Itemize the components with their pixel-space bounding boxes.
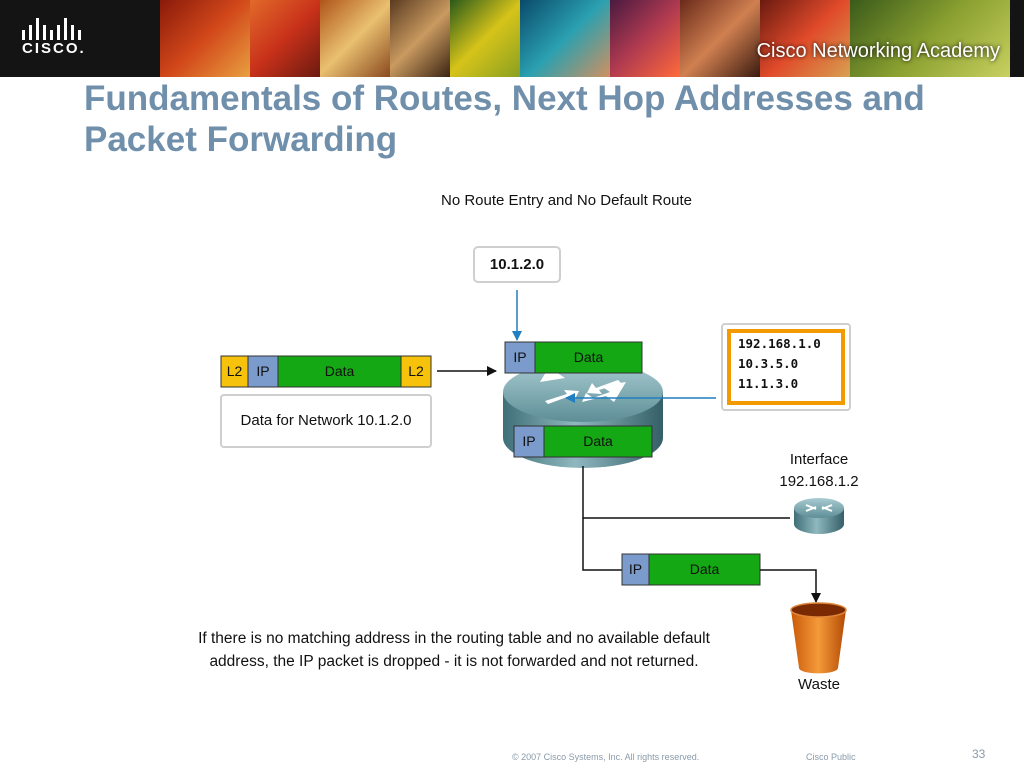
frame-l2-left-label: L2 — [226, 363, 243, 379]
routing-table-entry: 11.1.3.0 — [738, 376, 799, 391]
destination-address-box — [473, 246, 561, 283]
router-packet-bottom-ip-label: IP — [522, 433, 536, 449]
router-packet-bottom-data — [543, 425, 653, 458]
footer-copyright: © 2007 Cisco Systems, Inc. All rights re… — [512, 752, 700, 762]
page-number: 33 — [972, 747, 986, 761]
banner-photo-4 — [390, 0, 450, 77]
dropped-packet-data — [648, 553, 761, 586]
routing-table-entry: 10.3.5.0 — [738, 356, 799, 371]
router-packet-top-ip-label: IP — [513, 349, 527, 365]
frame-data — [277, 355, 402, 388]
header-banner: CISCO. Cisco Networking Academy — [0, 0, 1024, 77]
banner-photo-7 — [610, 0, 680, 77]
router-packet-bottom-data-label: Data — [583, 433, 613, 449]
frame-ip-label: IP — [256, 363, 270, 379]
banner-photo-3 — [320, 0, 390, 77]
routing-table-box — [727, 329, 845, 405]
frame-l2-left — [220, 355, 249, 388]
banner-photo-8 — [680, 0, 760, 77]
destination-address: 10.1.2.0 — [489, 256, 545, 273]
banner-photo-5 — [450, 0, 520, 77]
dropped-packet-ip-label: IP — [628, 561, 643, 577]
banner-photo-9 — [760, 0, 850, 77]
router-packet-bottom-ip — [513, 425, 545, 458]
frame-data-label: Data — [324, 363, 355, 379]
router-to-drop-line — [582, 518, 622, 571]
networking-academy-label: Cisco Networking Academy — [756, 40, 1000, 62]
dropped-packet-data-label: Data — [689, 561, 720, 577]
banner-photo-2 — [250, 0, 320, 77]
frame-ip — [247, 355, 279, 388]
interface-router-icon — [794, 498, 844, 534]
waste-bin-icon — [790, 602, 847, 674]
banner-photo-10 — [850, 0, 1010, 77]
banner-photo-1 — [160, 0, 250, 77]
page-title: Fundamentals of Routes, Next Hop Address… — [84, 79, 925, 159]
waste-label: Waste — [798, 676, 840, 693]
interface-address: 192.168.1.2 — [779, 473, 859, 490]
frame-l2-right — [400, 355, 432, 388]
router-packet-top-data — [534, 341, 643, 374]
frame-description-box — [220, 394, 432, 448]
diagram-heading: No Route Entry and No Default Route — [441, 192, 692, 209]
diagram-caption: If there is no matching address in the r… — [198, 630, 710, 670]
cisco-logo-text: CISCO. — [22, 40, 86, 57]
router-packet-top-ip — [504, 341, 536, 374]
packet-to-waste-arrow — [760, 569, 821, 603]
footer-classification: Cisco Public — [806, 752, 856, 762]
banner-photo-6 — [520, 0, 610, 77]
routing-table-entry: 192.168.1.0 — [738, 336, 821, 351]
interface-label: Interface — [789, 451, 849, 468]
router-to-interface-line — [582, 466, 790, 519]
frame-l2-right-label: L2 — [408, 363, 424, 379]
router-packet-top-data-label: Data — [573, 349, 604, 365]
frame-description: Data for Network 10.1.2.0 — [240, 412, 412, 429]
cisco-bars-icon — [22, 18, 81, 40]
